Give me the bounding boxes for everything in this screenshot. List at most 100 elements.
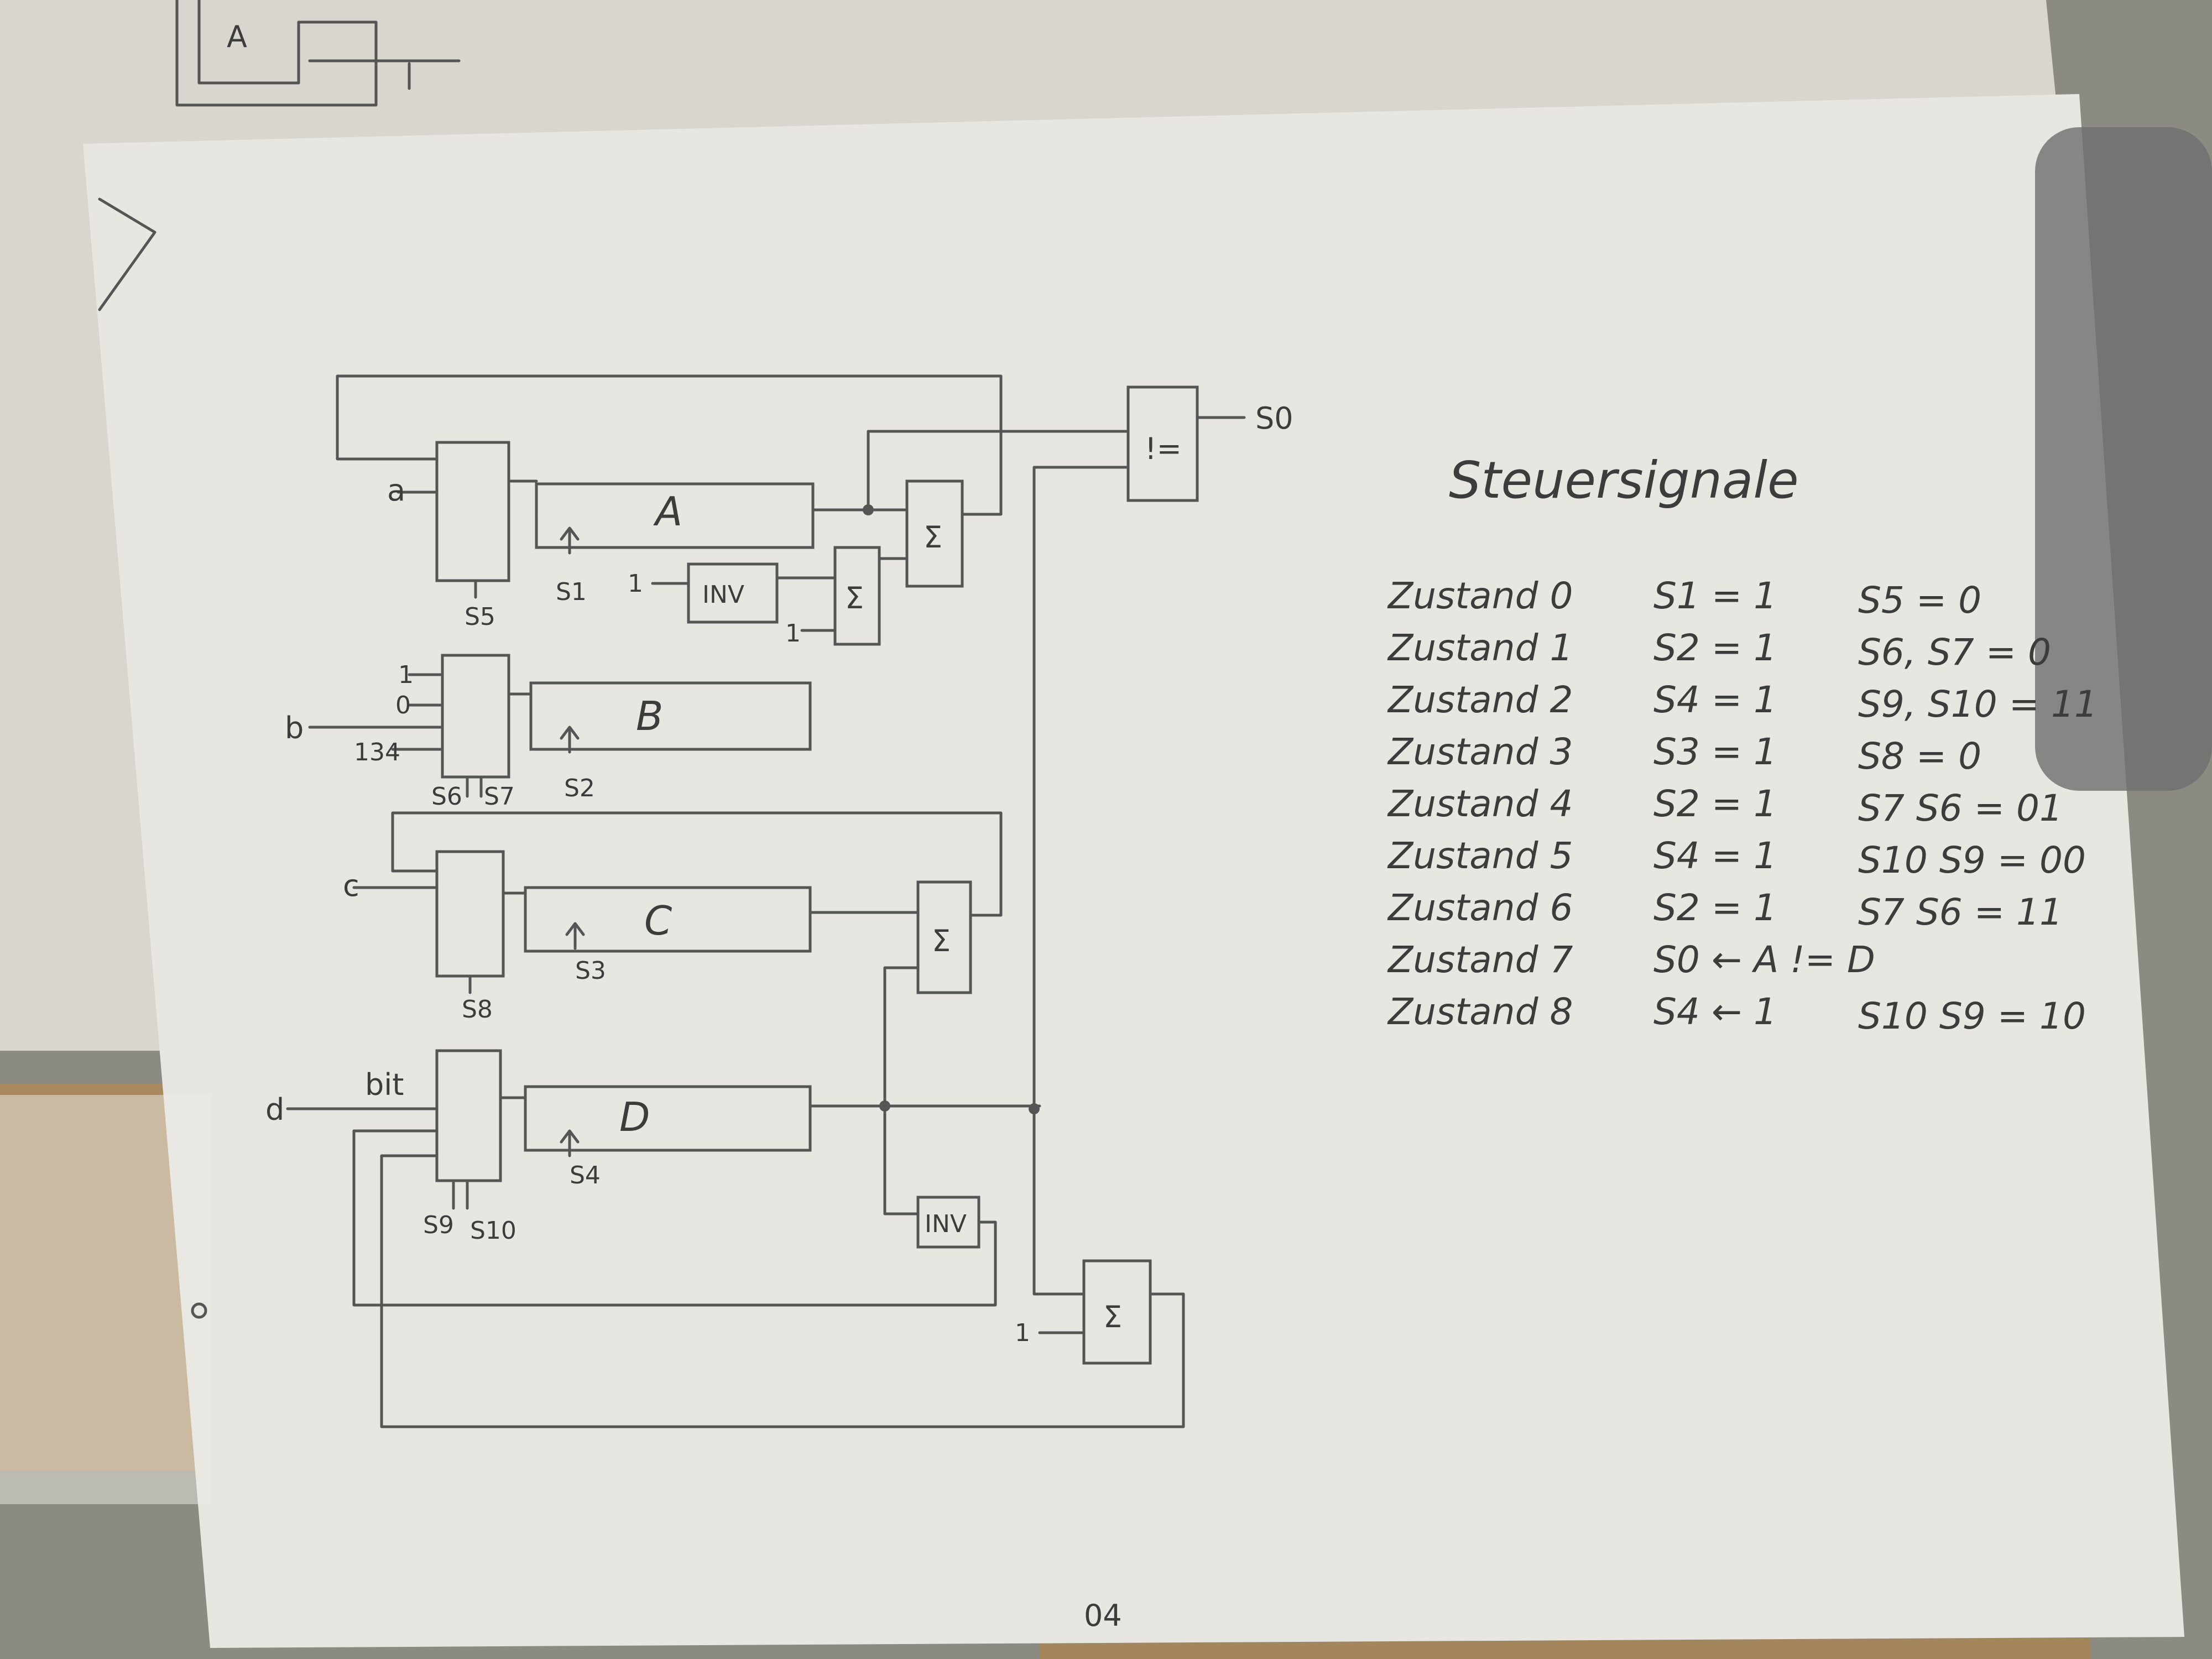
const-one-d: 1 (1015, 1319, 1030, 1347)
signal-s3: S3 (575, 957, 606, 985)
signal-s5: S5 (465, 603, 495, 631)
input-a: a (387, 473, 405, 508)
wire-d-to-neq (1032, 466, 1130, 1110)
notes-row-state: Zustand 8 (1387, 990, 1573, 1033)
hole-mark (191, 1302, 207, 1319)
wire-inv-feedback (352, 1129, 997, 1307)
notes-row-b: S6, S7 = 0 (1858, 631, 2051, 674)
input-d: d (265, 1092, 284, 1127)
inv-d-label: INV (925, 1210, 967, 1238)
notes-row-state: Zustand 0 (1387, 575, 1573, 617)
sum-increment-a (833, 546, 881, 646)
signal-s4: S4 (570, 1161, 601, 1190)
notes-row-b: S10 S9 = 00 (1858, 839, 2086, 881)
notes-row-a: S3 = 1 (1653, 731, 1777, 773)
notes-row-a: S4 = 1 (1653, 834, 1777, 877)
mux-a (435, 441, 510, 582)
top-fragment-register: A (227, 19, 247, 54)
mux-b (441, 654, 510, 779)
signal-s7: S7 (484, 782, 515, 811)
sum-increment-a-symbol: Σ (845, 581, 864, 615)
wire-mux-d-to-reg (499, 1096, 527, 1149)
junction-a (863, 504, 874, 515)
notes-row-a: S4 = 1 (1653, 679, 1777, 721)
sum-c-symbol: Σ (932, 924, 951, 958)
circuit-diagram: a A Σ Σ INV != S0 S5 S1 1 1 b 1 0 134 B … (265, 374, 1293, 1428)
page-corner-mark (98, 197, 156, 311)
signal-s1: S1 (556, 578, 587, 606)
notes-row-a: S2 = 1 (1653, 886, 1777, 929)
signal-s8: S8 (462, 995, 493, 1024)
notes-rows: Zustand 0 S1 = 1 S5 = 0 Zustand 1 S2 = 1 S6, … (1387, 575, 2098, 1037)
notes-row-state: Zustand 2 (1387, 679, 1573, 721)
inv-a (687, 562, 779, 624)
wire-s2-b (560, 726, 580, 754)
wire-sum-d-feedback (380, 1154, 1185, 1428)
wire-mux-b-to-reg (507, 692, 533, 748)
notes-row-b: S5 = 0 (1858, 579, 1981, 622)
notes-heading: Steuersignale (1449, 451, 1799, 510)
sum-adder-a (905, 479, 964, 588)
sum-c (916, 880, 972, 994)
const-134-b: 134 (354, 738, 400, 766)
paper-strip-left (0, 1095, 210, 1504)
notes-row-state: Zustand 6 (1387, 886, 1573, 929)
notes-row-b: S7 S6 = 01 (1858, 787, 2063, 830)
register-d-label: D (619, 1094, 650, 1140)
shadow-corner (2035, 127, 2212, 791)
wire-d-to-inv (883, 1104, 920, 1215)
input-c: c (343, 868, 359, 903)
notes-row-state: Zustand 5 (1387, 834, 1573, 877)
const-zero-b: 0 (395, 691, 411, 719)
notes-row-a: S1 = 1 (1653, 575, 1777, 617)
neq-label: != (1145, 431, 1182, 466)
wire-s9-s10 (452, 1179, 469, 1210)
neq-comparator (1126, 385, 1199, 502)
wire-mux-c-to-reg (502, 891, 527, 950)
sum-adder-a-symbol: Σ (924, 520, 942, 555)
notes-row-a: S2 = 1 (1653, 782, 1777, 825)
const-one-b: 1 (398, 661, 414, 689)
register-a-label: A (653, 488, 682, 535)
feedback-loop-a (336, 374, 1003, 516)
notes-row-b: S10 S9 = 10 (1858, 995, 2086, 1037)
output-s0: S0 (1255, 401, 1293, 436)
const-bit-d: bit (365, 1067, 404, 1102)
feedback-loop-c (391, 811, 1003, 917)
const-one-inc: 1 (785, 619, 801, 648)
wire-s4 (560, 1129, 580, 1157)
notes-row-a: S0 ← A != D (1653, 938, 1875, 981)
wire-a-to-neq (867, 430, 1130, 512)
wire-d-to-sum-c (883, 966, 920, 1108)
wire-d-to-sum-d (1032, 1107, 1086, 1296)
wire-s1 (560, 526, 580, 555)
wire-s6-s7 (466, 775, 483, 798)
wire-mux-a-to-reg (507, 479, 538, 516)
wire-s3 (565, 922, 585, 950)
notes-row-state: Zustand 3 (1387, 731, 1573, 773)
sum-d-symbol: Σ (1103, 1300, 1122, 1334)
signal-s10: S10 (470, 1217, 517, 1245)
bottom-fragment: 04 (1084, 1598, 1122, 1633)
notes-row-b: S8 = 0 (1858, 735, 1981, 778)
register-b-label: B (636, 693, 663, 739)
notes-row-state: Zustand 4 (1387, 782, 1573, 825)
input-b: b (285, 711, 304, 745)
notes-row-a: S4 ← 1 (1653, 990, 1777, 1033)
signal-s9: S9 (423, 1211, 454, 1239)
notes-row-state: Zustand 7 (1387, 938, 1573, 981)
notes-row-a: S2 = 1 (1653, 627, 1777, 669)
notes-row-state: Zustand 1 (1387, 627, 1573, 669)
notes-row-b: S7 S6 = 11 (1858, 891, 2063, 933)
signal-s2-b: S2 (564, 774, 595, 802)
signal-s6: S6 (431, 782, 462, 811)
wire-b-inputs (308, 673, 444, 751)
sum-d (1082, 1259, 1152, 1365)
inv-a-label: INV (702, 581, 744, 609)
register-c-label: C (644, 898, 672, 944)
top-fragment: A (175, 0, 461, 107)
const-one-inv: 1 (628, 570, 643, 598)
notes-row-b: S9, S10 = 11 (1858, 683, 2098, 726)
